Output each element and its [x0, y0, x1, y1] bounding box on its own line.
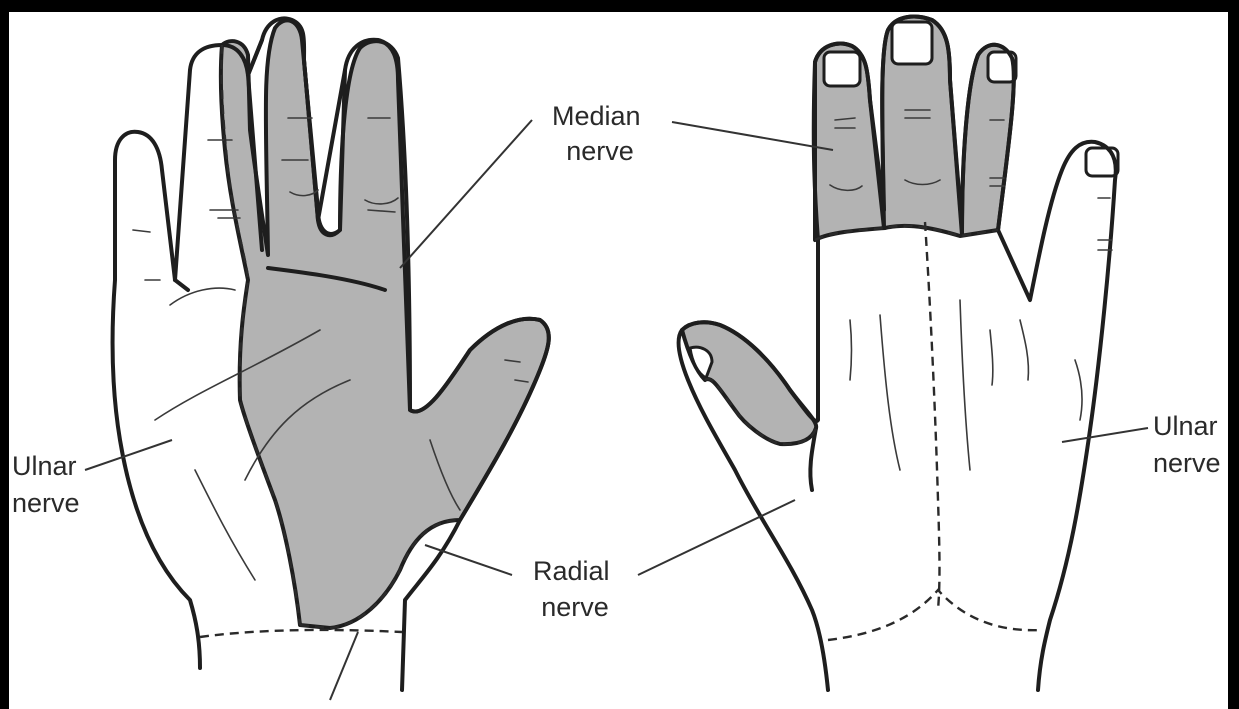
ulnar-nerve-label-right: Ulnar nerve [1153, 411, 1225, 478]
frame-top-border [0, 0, 1239, 12]
thumbnail [690, 347, 712, 378]
median-leader-right [672, 122, 833, 150]
palm-crease-4 [170, 288, 235, 305]
median-nerve-label: Median nerve [552, 101, 648, 166]
dorsal-tendon-1 [850, 320, 852, 380]
frame-right-border [1228, 0, 1239, 709]
wrist-leader-bottom [330, 632, 358, 700]
median-nerve-region-palm [221, 20, 549, 628]
dorsal-tendon-3 [960, 300, 970, 470]
wrist-boundary-right [828, 590, 1042, 640]
dorsal-tendon-2 [880, 315, 900, 470]
finger-gap-1 [175, 280, 188, 290]
wrist-boundary-left [200, 630, 402, 637]
ulnar-leader-left [85, 440, 172, 470]
radial-nerve-label: Radial nerve [533, 556, 617, 622]
dorsal-tendon-5 [1075, 360, 1082, 420]
ulnar-nerve-label-left: Ulnar nerve [12, 451, 84, 518]
median-leader-left [400, 120, 532, 268]
right-hand-dorsal [679, 17, 1118, 690]
frame-left-border [0, 0, 9, 709]
finger-crease [133, 230, 160, 280]
fingernail [892, 22, 932, 64]
ulnar-leader-right [1062, 428, 1148, 442]
palm-crease-3 [195, 470, 255, 580]
left-hand-palm [113, 18, 549, 690]
dorsal-tendon-4 [1020, 320, 1028, 380]
dorsal-tendon-6 [990, 330, 993, 385]
fingernail [824, 52, 860, 86]
finger-gap-2 [248, 40, 262, 75]
radial-ulnar-boundary-dorsal [925, 222, 940, 610]
